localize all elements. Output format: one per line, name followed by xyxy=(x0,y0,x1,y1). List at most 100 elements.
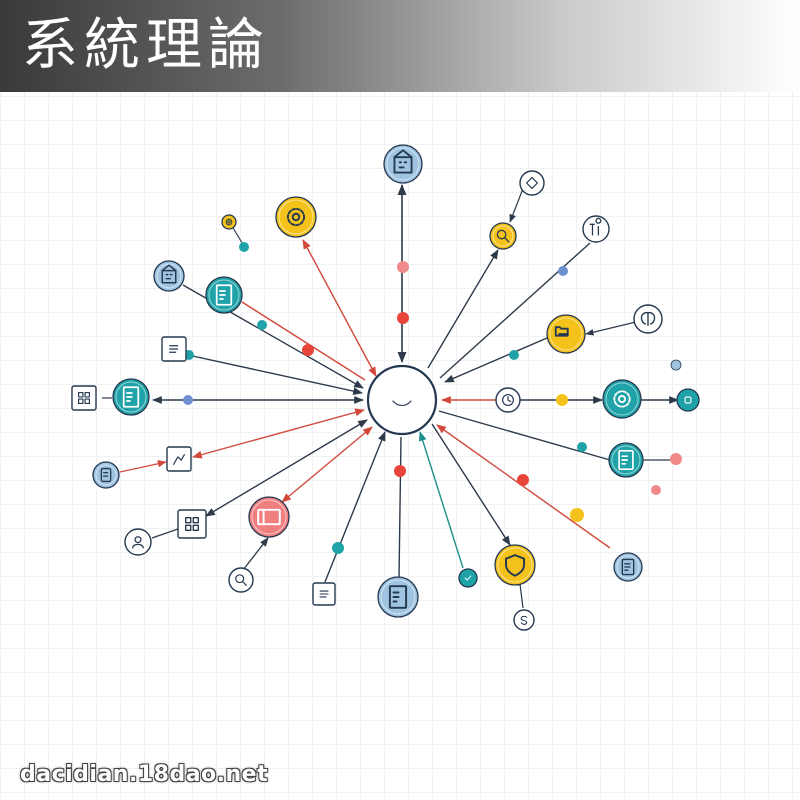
edge xyxy=(302,239,377,377)
gear-icon xyxy=(286,207,306,227)
checklist-node xyxy=(161,336,187,362)
list-icon xyxy=(319,590,329,598)
connector-dot xyxy=(577,442,587,452)
connector-dot xyxy=(670,453,682,465)
edge xyxy=(585,321,637,336)
document-icon xyxy=(215,284,233,306)
system-center-node xyxy=(366,364,438,436)
check-icon xyxy=(464,575,472,581)
grid-icon xyxy=(185,517,199,531)
grid-node xyxy=(177,509,207,539)
edge xyxy=(281,426,373,503)
search-node xyxy=(489,222,517,250)
ring-node xyxy=(676,388,700,412)
tablet-node xyxy=(92,461,120,489)
brain-icon xyxy=(640,312,656,326)
edge xyxy=(431,423,511,546)
tools-node xyxy=(582,215,610,243)
dollar-node xyxy=(513,609,535,631)
connector-dot xyxy=(556,394,568,406)
diamond-node xyxy=(519,170,545,196)
report-node xyxy=(608,442,644,478)
search-icon xyxy=(496,229,510,243)
clipboard-icon xyxy=(621,558,635,576)
file-node xyxy=(112,378,150,416)
edge xyxy=(242,537,269,571)
factory-icon xyxy=(161,264,177,284)
edge xyxy=(427,249,499,369)
page-title: 系統理論 xyxy=(22,13,270,78)
chart-node xyxy=(166,446,192,472)
gear-node xyxy=(275,196,317,238)
list-node xyxy=(312,582,336,606)
connector-dot xyxy=(558,266,568,276)
edge xyxy=(444,337,548,383)
edge xyxy=(151,528,179,539)
page-node xyxy=(377,576,419,618)
card-icon xyxy=(257,508,281,526)
edge xyxy=(119,460,167,473)
edge xyxy=(205,419,368,517)
circle-gear-node xyxy=(602,379,642,419)
search-icon xyxy=(235,574,247,586)
shield-node xyxy=(494,544,536,586)
diamond-icon xyxy=(526,177,538,189)
user-icon xyxy=(132,536,144,549)
connector-dot xyxy=(651,485,661,495)
gear-icon xyxy=(613,390,631,408)
connector-dot xyxy=(257,320,267,330)
tools-icon xyxy=(589,217,602,236)
connector-dot xyxy=(670,359,682,371)
connector-dot xyxy=(302,344,314,356)
factory-node xyxy=(153,260,185,292)
node-layer xyxy=(71,144,700,631)
site-watermark: dacidian.18dao.net xyxy=(20,762,269,787)
shield-icon xyxy=(505,554,525,577)
smile-icon xyxy=(392,400,412,407)
edge xyxy=(398,436,402,579)
user-node xyxy=(124,528,152,556)
file-icon xyxy=(122,386,140,408)
report-icon xyxy=(618,449,634,471)
edge xyxy=(439,242,591,379)
building-node xyxy=(383,144,423,184)
edge xyxy=(324,431,386,583)
document-node xyxy=(205,276,243,314)
card-node xyxy=(248,496,290,538)
connector-dot xyxy=(332,542,344,554)
dollar-icon xyxy=(520,615,528,625)
connector-dot xyxy=(394,465,406,477)
brain-node xyxy=(633,304,663,334)
edge xyxy=(519,583,524,609)
tablet-icon xyxy=(100,467,112,483)
edge xyxy=(436,424,611,549)
clipboard-node xyxy=(613,552,643,582)
folder-icon xyxy=(554,326,569,337)
small-gear-node xyxy=(221,214,237,230)
edge xyxy=(438,410,611,461)
edge xyxy=(241,301,366,381)
connector-dot xyxy=(509,350,519,360)
connector-dot xyxy=(397,312,409,324)
connector-dot xyxy=(397,261,409,273)
ring-icon xyxy=(684,396,692,404)
edge xyxy=(192,408,365,459)
connector-dot xyxy=(183,395,193,405)
building-icon xyxy=(393,149,413,174)
checklist-icon xyxy=(169,345,179,353)
folder-node xyxy=(546,314,586,354)
edge xyxy=(509,185,525,223)
connector-dot xyxy=(570,508,584,522)
network-icon xyxy=(78,392,90,404)
edge xyxy=(187,354,363,395)
clock-node xyxy=(495,387,521,413)
chart-icon xyxy=(173,454,185,465)
edge xyxy=(418,431,464,569)
connector-dot xyxy=(239,242,249,252)
network-node xyxy=(71,385,97,411)
dot-layer xyxy=(183,242,682,554)
magnifier-node xyxy=(228,567,254,593)
edge-layer xyxy=(102,183,679,609)
check-node xyxy=(458,568,478,588)
